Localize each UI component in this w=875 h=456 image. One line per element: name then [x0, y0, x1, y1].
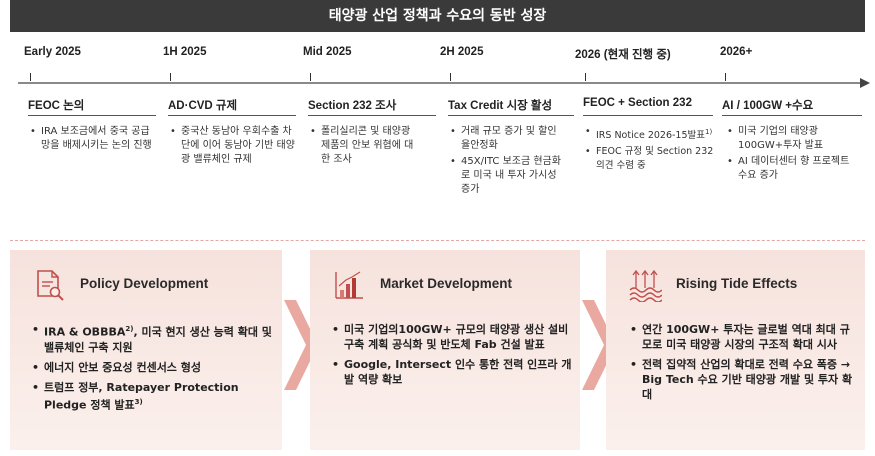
panel-market-development: Market Development 미국 기업의100GW+ 규모의 태양광 …: [310, 250, 580, 450]
panel-bullets: 미국 기업의100GW+ 규모의 태양광 생산 설비 구축 계획 공식화 및 반…: [332, 322, 572, 392]
panel-header: Policy Development: [10, 262, 282, 302]
timeline-tick: [725, 73, 726, 81]
timeline-tick: [450, 73, 451, 81]
footnote-marker: 1): [705, 128, 713, 136]
timeline-topic: Section 232 조사: [308, 100, 397, 112]
panel-header: Market Development: [310, 262, 580, 302]
panel-bullet: Google, Intersect 인수 통한 전력 인프라 개발 역량 확보: [332, 357, 572, 387]
timeline-bullet: 거래 규모 증가 및 할인율안정화: [450, 125, 562, 153]
topic-underline: [308, 115, 436, 116]
timeline-bullet: 45X/ITC 보조금 현금화로 미국 내 투자 가시성 증가: [450, 155, 562, 197]
footnote-marker: 2): [125, 325, 134, 333]
document-search-icon: [37, 270, 64, 301]
panel-bullet: 전력 집약적 산업의 확대로 전력 수요 폭증 → Big Tech 수요 기반…: [630, 357, 858, 402]
timeline-tick: [310, 73, 311, 81]
timeline-bullets: 중국산 동남아 우회수출 차단에 이어 동남아 기반 태양광 밸류체인 규제: [170, 125, 298, 169]
timeline-period: 2026+: [720, 46, 753, 58]
timeline-bullets: 폴리실리콘 및 태양광 제품의 안보 위협에 대한 조사: [310, 125, 422, 169]
panel-bullet: 트럼프 정부, Ratepayer Protection Pledge 정책 발…: [32, 380, 272, 413]
page-banner-title: 태양광 산업 정책과 수요의 동반 성장: [10, 0, 865, 32]
footnote-marker: 3): [134, 397, 143, 406]
topic-underline: [722, 115, 862, 116]
panel-bullet-text: IRA & OBBBA: [44, 325, 126, 339]
timeline-topic: FEOC + Section 232: [583, 97, 692, 109]
topic-underline: [168, 115, 296, 116]
timeline-bullet: 중국산 동남아 우회수출 차단에 이어 동남아 기반 태양광 밸류체인 규제: [170, 125, 298, 167]
panel-bullets: 연간 100GW+ 투자는 글로벌 역대 최대 규모로 미국 태양광 시장의 구…: [630, 322, 858, 407]
panel-bullet: 미국 기업의100GW+ 규모의 태양광 생산 설비 구축 계획 공식화 및 반…: [332, 322, 572, 352]
timeline-topic: AI / 100GW +수요: [722, 100, 814, 112]
timeline-bullets: 거래 규모 증가 및 할인율안정화 45X/ITC 보조금 현금화로 미국 내 …: [450, 125, 562, 199]
panel-bullet: 연간 100GW+ 투자는 글로벌 역대 최대 규모로 미국 태양광 시장의 구…: [630, 322, 858, 352]
panel-title: Market Development: [380, 276, 513, 291]
panel-title: Rising Tide Effects: [676, 276, 798, 291]
section-divider: [10, 240, 865, 241]
timeline-bullet: 폴리실리콘 및 태양광 제품의 안보 위협에 대한 조사: [310, 125, 422, 167]
panel-bullet: 에너지 안보 중요성 컨센서스 형성: [32, 360, 272, 375]
topic-underline: [28, 115, 156, 116]
timeline-bullets: 미국 기업의 태양광 100GW+투자 발표 AI 데이터센터 향 프로젝트 수…: [727, 125, 857, 185]
rising-waves-icon: [629, 269, 662, 302]
timeline-bullet: FEOC 규정 및 Section 232 의견 수렴 중: [585, 145, 725, 173]
timeline-topic: Tax Credit 시장 활성: [448, 100, 553, 112]
topic-underline: [583, 115, 713, 116]
panel-bullet-text-rest: , 미국 현지 생산 능력 확대 및 밸류체인 구축 지원: [44, 325, 272, 354]
timeline-bullet-text: IRS Notice 2026-15발표: [596, 130, 705, 142]
timeline-tick: [170, 73, 171, 81]
timeline-tick: [585, 73, 586, 81]
timeline-period: Early 2025: [24, 46, 81, 58]
timeline-period: 2026 (현재 진행 중): [575, 49, 671, 61]
timeline-bullets: IRS Notice 2026-15발표1) FEOC 규정 및 Section…: [585, 125, 725, 175]
panel-title: Policy Development: [80, 276, 209, 291]
timeline-tick: [30, 73, 31, 81]
panel-bullet: IRA & OBBBA2), 미국 현지 생산 능력 확대 및 밸류체인 구축 …: [32, 322, 272, 355]
panel-rising-tide-effects: Rising Tide Effects 연간 100GW+ 투자는 글로벌 역대…: [606, 250, 865, 450]
panel-policy-development: Policy Development IRA & OBBBA2), 미국 현지 …: [10, 250, 282, 450]
timeline-bullet: IRS Notice 2026-15발표1): [585, 125, 725, 143]
timeline-period: 2H 2025: [440, 46, 484, 58]
topic-underline: [448, 115, 574, 116]
timeline-bullet: IRA 보조금에서 중국 공급망을 배제시키는 논의 진행: [30, 125, 152, 153]
panel-bullets: IRA & OBBBA2), 미국 현지 생산 능력 확대 및 밸류체인 구축 …: [32, 322, 272, 417]
bar-chart-icon: [335, 271, 363, 299]
timeline-period: Mid 2025: [303, 46, 352, 58]
panel-bullet-text: 트럼프 정부, Ratepayer Protection Pledge 정책 발…: [44, 380, 239, 412]
panel-header: Rising Tide Effects: [606, 262, 865, 302]
timeline-period: 1H 2025: [163, 46, 207, 58]
timeline-bullets: IRA 보조금에서 중국 공급망을 배제시키는 논의 진행: [30, 125, 152, 155]
timeline-bullet: 미국 기업의 태양광 100GW+투자 발표: [727, 125, 857, 153]
timeline: Early 2025 1H 2025 Mid 2025 2H 2025 2026…: [0, 32, 875, 232]
timeline-bullet: AI 데이터센터 향 프로젝트 수요 증가: [727, 155, 857, 183]
timeline-topic: FEOC 논의: [28, 100, 85, 112]
timeline-axis-arrow: [18, 78, 870, 88]
timeline-topic: AD·CVD 규제: [168, 100, 238, 112]
